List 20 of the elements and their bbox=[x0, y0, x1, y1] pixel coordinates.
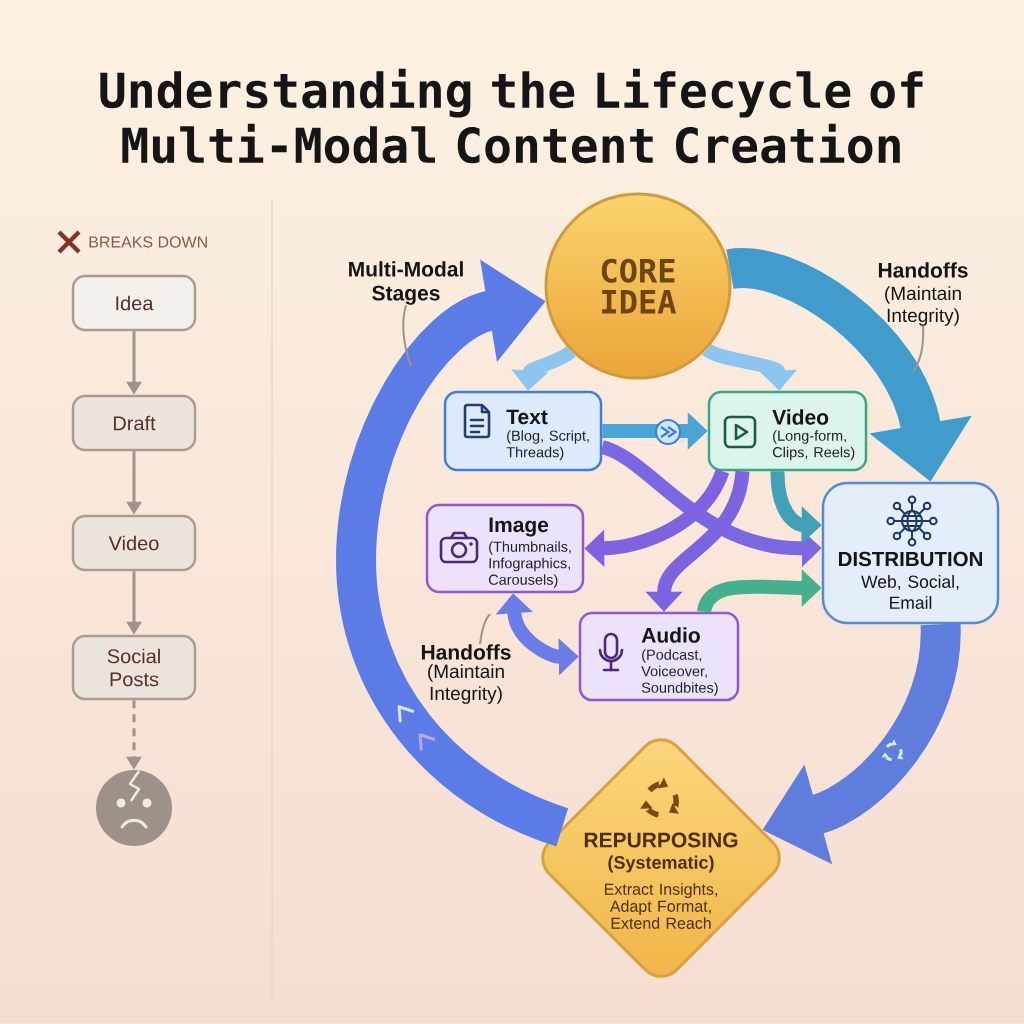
content-card: Audio (Podcast, Voiceover, Soundbites) bbox=[578, 611, 740, 702]
content-card: Image (Thumbnails, Infographics, Carousels) bbox=[425, 503, 585, 594]
step-box: Video bbox=[71, 514, 197, 572]
title: Understanding the Lifecycle of Multi-Modal Content Creation bbox=[100, 68, 923, 164]
callout-text: (Maintain Integrity) bbox=[885, 286, 961, 326]
step-box: Idea bbox=[71, 274, 197, 332]
leader-line bbox=[912, 325, 925, 373]
callout-text: Multi-Modal Stages bbox=[349, 261, 463, 305]
content-card: Video (Long-form, Clips, Reels) bbox=[707, 390, 868, 472]
section-label: BREAKS DOWN bbox=[89, 236, 207, 248]
leader-line bbox=[479, 613, 491, 646]
callout-heading: Handoffs bbox=[878, 262, 968, 278]
content-card: Text (Blog, Script, Threads) bbox=[443, 390, 603, 472]
rounded-box: DISTRIBUTION Web, Social, Email bbox=[821, 481, 1000, 625]
callout-heading: Handoffs bbox=[421, 644, 511, 660]
callout-text: (Maintain Integrity) bbox=[428, 664, 504, 704]
step-box: Draft bbox=[71, 394, 197, 452]
step-box: Social Posts bbox=[71, 634, 197, 701]
leader-line bbox=[402, 304, 412, 367]
sad-face-icon bbox=[96, 770, 172, 846]
